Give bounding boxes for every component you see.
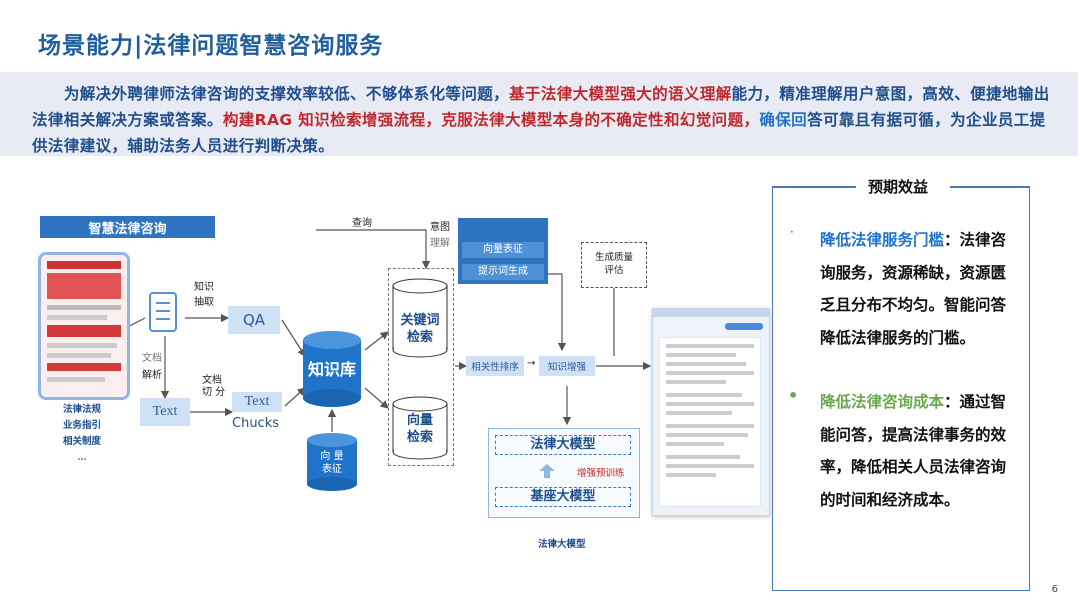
law-model-group: 法律大模型 增强预训练 基座大模型	[488, 428, 640, 518]
chat-answer-panel	[659, 337, 761, 507]
source-item: 相关制度	[62, 436, 101, 447]
enhanced-pretrain-label: 增强预训练	[577, 468, 625, 479]
chat-titlebar	[653, 309, 769, 317]
page-title: 场景能力|法律问题智慧咨询服务	[38, 33, 384, 59]
knowledge-enhance-box: 知识增强	[539, 356, 595, 376]
doc-parse-line-2: 解析	[142, 370, 162, 381]
qa-box: QA	[228, 306, 280, 334]
keyword-search-label: 关键词 检索	[392, 312, 448, 346]
quality-eval-box: 生成质量 评估	[581, 242, 647, 288]
source-list: 法律法规 业务指引 相关制度 …	[52, 402, 112, 466]
rank-arrow: →	[527, 358, 536, 369]
keyword-search-cylinder: 关键词 检索	[392, 278, 448, 360]
quality-line-1: 生成质量	[594, 252, 633, 263]
benefits-top-left-rule	[772, 186, 856, 188]
doc-parse-line-1: 文档	[142, 353, 162, 364]
benefit-item-1: 降低法律服务门槛：法律咨询服务，资源稀缺，资源匮乏且分布不均匀。智能问答降低法律…	[820, 224, 1016, 354]
relevance-rank-box: 相关性排序	[466, 356, 524, 376]
screenshot-line	[47, 353, 111, 358]
text-chunks-label: Chucks	[232, 416, 280, 431]
screenshot-line	[47, 343, 117, 348]
intro-part-2: 基于法律大模型强大的语义理解	[509, 85, 732, 103]
query-label: 查询	[352, 218, 372, 229]
intro-text: 为解决外聘律师法律咨询的支撑效率较低、不够体系化等问题，基于法律大模型强大的语义…	[32, 81, 1052, 159]
smart-legal-banner: 智慧法律咨询	[40, 216, 215, 238]
vector-rep-line-2: 表征	[322, 464, 342, 475]
knowledge-base-cylinder: 知识库	[302, 330, 362, 408]
benefit-1-tail: ：法律咨询服务，资源稀缺，资源匮乏且分布不均匀。智能问答降低法律服务的门槛。	[820, 231, 1007, 347]
architecture-diagram: 智慧法律咨询 法律法规 业务指引 相关制度 … 知识 抽取 文档 解析 文档 切…	[0, 160, 770, 600]
doc-split-label: 文档 切 分	[202, 375, 226, 398]
benefits-panel	[772, 186, 1030, 591]
intent-line-2: 理解	[430, 238, 450, 249]
screenshot-band	[47, 325, 121, 337]
intent-label: 意图 理解	[430, 220, 450, 252]
screenshot-header-bar	[47, 261, 121, 269]
document-icon	[146, 290, 182, 336]
benefit-1-head: 降低法律服务门槛	[820, 231, 945, 249]
website-screenshot	[38, 252, 130, 400]
law-model-box: 法律大模型	[495, 435, 631, 455]
benefits-top-right-rule	[950, 186, 1029, 188]
keyword-line-2: 检索	[406, 330, 433, 345]
law-model-caption: 法律大模型	[538, 539, 586, 550]
vector-search-cylinder: 向量 检索	[392, 396, 448, 460]
vector-rep-line-1: 向 量	[320, 451, 344, 462]
intro-panel: 为解决外聘律师法律咨询的支撑效率较低、不够体系化等问题，基于法律大模型强大的语义…	[0, 72, 1078, 156]
source-item: …	[77, 452, 87, 463]
quality-line-2: 评估	[604, 265, 624, 276]
vector-rep-button: 向量表征	[462, 242, 544, 258]
prompt-gen-button: 提示词生成	[462, 264, 544, 280]
benefit-item-2: 降低法律咨询成本：通过智能问答，提高法律事务的效率，降低相关人员法律咨询的时间和…	[820, 386, 1016, 516]
train-arrow-icon	[539, 463, 555, 478]
benefit-bullet-1: ·	[790, 225, 794, 239]
screenshot-line	[47, 377, 105, 382]
kb-label: 知识库	[307, 360, 356, 379]
chat-screenshot	[652, 308, 770, 516]
page-number: 6	[1051, 584, 1058, 595]
screenshot-banner	[47, 273, 121, 299]
chat-user-bubble	[725, 323, 763, 330]
vector-rep-label: 向 量 表征	[306, 450, 358, 476]
connector-lines	[117, 229, 652, 432]
intro-part-4: 构建RAG 知识检索增强流程，克服法律大模型本身的不确定性和幻觉问题，	[222, 111, 760, 129]
intent-module: 向量表征 提示词生成	[458, 218, 548, 284]
vector-search-line-1: 向量	[406, 413, 433, 428]
benefit-bullet-2: •	[788, 386, 799, 405]
base-model-box: 基座大模型	[495, 487, 631, 507]
intro-part-5: 确保回	[759, 111, 808, 129]
intro-part-3: 能力，精准理解用户意图，高效、便捷地输出法律相关解决方案或答案。	[32, 85, 1050, 129]
retrieval-group	[388, 268, 454, 466]
intro-part-6: 答可靠且有据可循，为企业员工提供法律建议，辅助法务人员进行判断决策。	[32, 111, 1046, 155]
intro-part-1: 为解决外聘律师法律咨询的支撑效率较低、不够体系化等问题，	[63, 85, 510, 103]
screenshot-line	[47, 315, 107, 320]
source-item: 法律法规	[62, 404, 101, 415]
benefit-2-head: 降低法律咨询成本	[820, 393, 945, 411]
vector-search-line-2: 检索	[406, 430, 433, 445]
knowledge-extract-label: 知识 抽取	[194, 282, 214, 308]
screenshot-footer	[47, 363, 121, 371]
keyword-line-1: 关键词	[400, 313, 440, 328]
source-item: 业务指引	[62, 420, 101, 431]
vector-rep-cylinder: 向 量 表征	[306, 432, 358, 492]
vector-search-label: 向量 检索	[392, 412, 448, 446]
benefits-title: 预期效益	[862, 176, 935, 197]
doc-parse-label: 文档 解析	[142, 350, 162, 384]
benefit-2-tail: ：通过智能问答，提高法律事务的效率，降低相关人员法律咨询的时间和经济成本。	[820, 393, 1007, 509]
text-box: Text	[140, 398, 190, 426]
screenshot-line	[47, 305, 121, 310]
intent-line-1: 意图	[430, 222, 450, 233]
text-chunks-box: Text	[232, 392, 282, 412]
